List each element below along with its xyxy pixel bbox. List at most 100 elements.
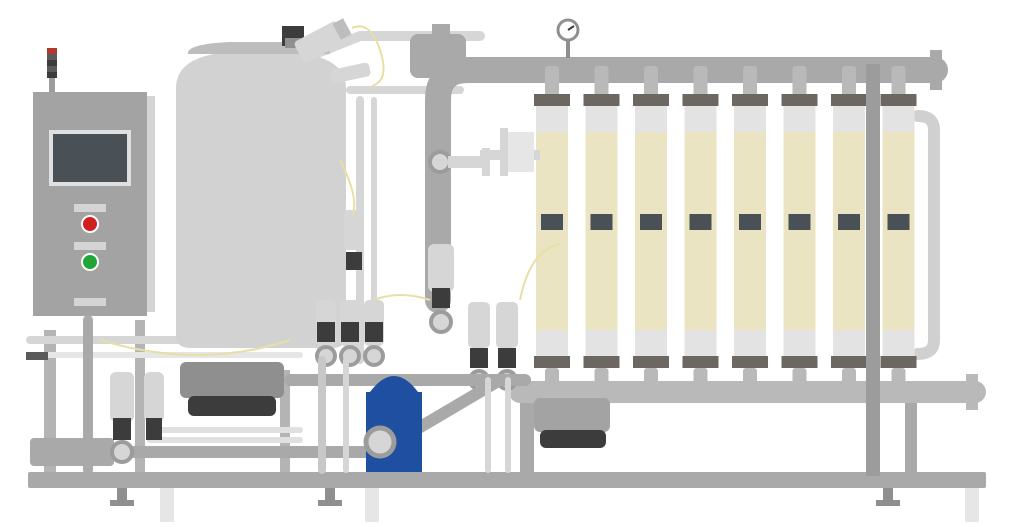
membrane-label bbox=[887, 214, 910, 230]
skid-leg bbox=[44, 330, 56, 472]
membrane-top-flange bbox=[732, 94, 768, 106]
valve-actuator bbox=[341, 322, 359, 342]
membrane-module-icon bbox=[682, 66, 719, 402]
pressure-gauge-icon bbox=[556, 18, 580, 58]
membrane-label bbox=[590, 214, 613, 230]
membrane-housing bbox=[783, 132, 816, 330]
skid-leg bbox=[135, 320, 145, 472]
membrane-top-cap bbox=[783, 106, 816, 132]
start-button[interactable] bbox=[81, 253, 99, 271]
membrane-housing bbox=[734, 132, 766, 330]
membrane-housing bbox=[536, 132, 568, 330]
membrane-module-icon bbox=[880, 66, 917, 402]
membrane-top-connector bbox=[842, 66, 856, 98]
tank-saddle-base bbox=[188, 396, 276, 416]
membrane-top-cap bbox=[734, 106, 766, 132]
membrane-label bbox=[739, 214, 761, 230]
skid-post bbox=[365, 488, 379, 522]
dosing-pump bbox=[294, 18, 371, 84]
membrane-bottom-connector bbox=[842, 368, 856, 402]
valve-icon bbox=[110, 372, 164, 464]
membrane-bottom-cap bbox=[783, 330, 816, 356]
cabinet-label-plate bbox=[74, 204, 106, 212]
valve-icon bbox=[315, 300, 337, 367]
membrane-module-icon bbox=[831, 66, 867, 402]
membrane-top-flange bbox=[583, 94, 620, 106]
skid-foot bbox=[318, 500, 342, 506]
membrane-housing bbox=[833, 132, 865, 330]
skid-foot bbox=[876, 500, 900, 506]
skid-leg bbox=[280, 370, 290, 472]
valve-actuator bbox=[365, 322, 383, 342]
membrane-bottom-connector bbox=[594, 368, 609, 402]
membrane-bottom-flange bbox=[534, 356, 570, 368]
skid-foot bbox=[883, 488, 893, 502]
membrane-top-flange bbox=[682, 94, 719, 106]
membrane-module-icon bbox=[534, 66, 570, 402]
membrane-label bbox=[640, 214, 662, 230]
membrane-bottom-flange bbox=[732, 356, 768, 368]
signal-tower-icon bbox=[47, 48, 57, 92]
membrane-label bbox=[689, 214, 712, 230]
membrane-module-icon bbox=[633, 66, 669, 402]
drain-tray-base bbox=[540, 430, 606, 448]
membrane-bottom-flange bbox=[781, 356, 818, 368]
membrane-top-flange bbox=[534, 94, 570, 106]
membrane-top-flange bbox=[880, 94, 917, 106]
membrane-top-cap bbox=[585, 106, 618, 132]
skid-post bbox=[965, 488, 979, 522]
cabinet-side bbox=[147, 96, 155, 312]
membrane-top-cap bbox=[635, 106, 667, 132]
sample-tubing bbox=[99, 25, 561, 356]
manifold-block bbox=[30, 438, 114, 466]
skid-leg bbox=[520, 390, 534, 472]
header-housing bbox=[410, 34, 466, 78]
membrane-bottom-cap bbox=[635, 330, 667, 356]
membrane-housing bbox=[684, 132, 717, 330]
membrane-bank bbox=[534, 66, 917, 402]
membrane-bottom-connector bbox=[644, 368, 658, 402]
cabinet-label-plate bbox=[74, 242, 106, 250]
membrane-top-connector bbox=[891, 66, 906, 98]
membrane-bottom-flange bbox=[880, 356, 917, 368]
membrane-top-cap bbox=[536, 106, 568, 132]
skid-foot bbox=[117, 488, 127, 502]
membrane-bottom-cap bbox=[734, 330, 766, 356]
header-end-flange bbox=[966, 374, 978, 410]
membrane-bottom-flange bbox=[831, 356, 867, 368]
membrane-bottom-connector bbox=[891, 368, 906, 402]
membrane-bottom-flange bbox=[682, 356, 719, 368]
drain-tray bbox=[534, 398, 610, 432]
feed-tank-icon bbox=[176, 26, 346, 416]
membrane-housing bbox=[635, 132, 667, 330]
membrane-housing bbox=[882, 132, 915, 330]
membrane-top-cap bbox=[833, 106, 865, 132]
stop-button[interactable] bbox=[81, 215, 99, 233]
membrane-bottom-connector bbox=[792, 368, 807, 402]
membrane-bottom-flange bbox=[583, 356, 620, 368]
valve-icon bbox=[339, 300, 361, 367]
membrane-bottom-connector bbox=[743, 368, 757, 402]
membrane-top-connector bbox=[545, 66, 559, 98]
membrane-label bbox=[788, 214, 811, 230]
valve-port bbox=[363, 345, 385, 367]
pump-top bbox=[370, 376, 418, 392]
header-end-flange bbox=[930, 50, 942, 90]
membrane-top-flange bbox=[781, 94, 818, 106]
membrane-top-connector bbox=[693, 66, 708, 98]
membrane-bottom-cap bbox=[585, 330, 618, 356]
skid-frame bbox=[28, 320, 986, 522]
valve-actuator bbox=[317, 322, 335, 342]
tank-agitator-cap bbox=[285, 38, 301, 48]
membrane-frame-post bbox=[866, 64, 880, 476]
header-housing-top bbox=[432, 24, 450, 36]
membrane-module-icon bbox=[781, 66, 818, 402]
control-cabinet-icon bbox=[33, 48, 155, 316]
skid-foot bbox=[325, 488, 335, 502]
membrane-bottom-connector bbox=[693, 368, 708, 402]
membrane-bottom-connector bbox=[545, 368, 559, 402]
tank-saddle bbox=[180, 362, 284, 398]
membrane-top-flange bbox=[633, 94, 669, 106]
membrane-top-connector bbox=[644, 66, 658, 98]
tank-body bbox=[176, 52, 346, 348]
